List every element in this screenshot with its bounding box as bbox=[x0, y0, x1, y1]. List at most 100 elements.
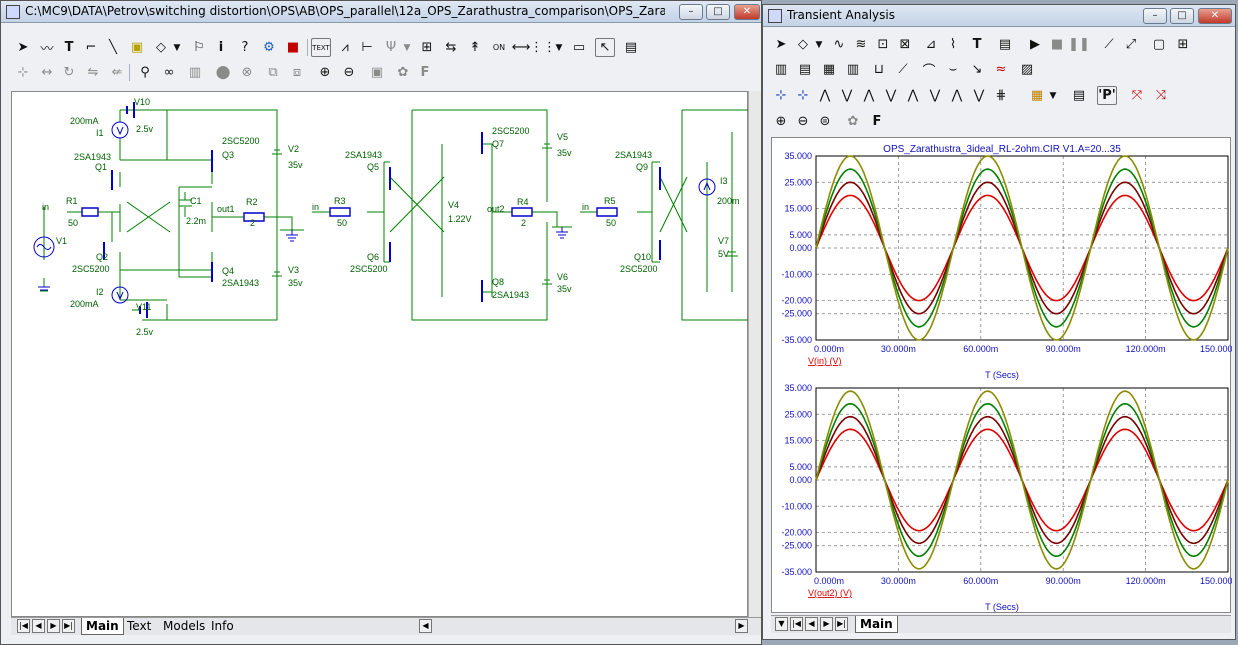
flag-icon[interactable]: ⚐ bbox=[193, 40, 205, 55]
ta-cols2-icon[interactable]: ▦ bbox=[822, 62, 836, 77]
close-button[interactable]: ✕ bbox=[734, 4, 760, 20]
ta-diff-icon[interactable]: ≈ bbox=[995, 62, 1007, 77]
pin-marker-icon[interactable]: ↟ bbox=[469, 40, 481, 55]
ta-rows-icon[interactable]: ▤ bbox=[798, 62, 812, 77]
stop-run-icon[interactable]: ■ bbox=[1050, 37, 1064, 52]
transient-close-button[interactable]: ✕ bbox=[1198, 8, 1232, 24]
ta-cursor-left-icon[interactable]: ⊹ bbox=[775, 88, 787, 103]
ortho-wire-icon[interactable]: ⌐ bbox=[85, 40, 97, 55]
tab-main[interactable]: Main bbox=[81, 618, 124, 635]
hscroll-left-button[interactable]: ◀ bbox=[419, 619, 432, 633]
ta-tag2-icon[interactable]: ⊠ bbox=[899, 37, 911, 52]
ta-wave2-icon[interactable]: ≋ bbox=[855, 37, 867, 52]
zoom-out-icon[interactable]: ⊖ bbox=[343, 65, 355, 80]
ta-measure-icon[interactable]: ⌇ bbox=[949, 37, 957, 52]
ta-cols3-icon[interactable]: ▥ bbox=[846, 62, 860, 77]
ta-grid-icon[interactable]: ⊞ bbox=[1177, 37, 1189, 52]
schematic-titlebar[interactable]: C:\MC9\DATA\Petrov\switching distortion\… bbox=[1, 1, 761, 23]
camera-icon[interactable]: ▣ bbox=[370, 65, 384, 80]
help-icon[interactable]: ? bbox=[241, 40, 249, 55]
font-icon[interactable]: F bbox=[420, 65, 430, 80]
ta-dropdown2-icon[interactable]: ▼ bbox=[1049, 90, 1057, 101]
ta-cols1-icon[interactable]: ▥ bbox=[774, 62, 788, 77]
dropdown3-arrow-icon[interactable]: ▼ bbox=[555, 42, 563, 53]
ta-scale-icon[interactable]: ⤧ bbox=[1131, 88, 1143, 103]
rotate-icon[interactable]: ↻ bbox=[63, 65, 75, 80]
ta-frame-icon[interactable]: ▢ bbox=[1152, 37, 1166, 52]
hscroll-right-button[interactable]: ▶ bbox=[735, 619, 748, 633]
last-page-button[interactable]: ▶| bbox=[62, 619, 75, 633]
text-box-icon[interactable]: TEXT bbox=[311, 38, 331, 57]
ta-zoom-fit-icon[interactable]: ⊜ bbox=[819, 114, 831, 129]
dropdown2-arrow-icon[interactable]: ▼ bbox=[403, 42, 411, 53]
align-icon[interactable]: ⊹ bbox=[17, 65, 29, 80]
page-icon[interactable]: ▥ bbox=[188, 65, 202, 80]
transient-minimize-button[interactable]: – bbox=[1143, 8, 1167, 24]
ta-color-icon[interactable]: ▦ bbox=[1030, 88, 1044, 103]
info-icon[interactable]: i bbox=[218, 40, 224, 55]
prev-page-button[interactable]: ◀ bbox=[32, 619, 45, 633]
text-tool-icon[interactable]: T bbox=[64, 40, 74, 55]
ta-tab-main[interactable]: Main bbox=[855, 616, 898, 633]
grid-icon[interactable]: ⋮⋮ bbox=[530, 40, 556, 55]
schematic-canvas[interactable]: V10 2.5v 200mA I1 2SA1943 Q1 2SC5200 Q3 … bbox=[11, 91, 749, 617]
step-icon[interactable]: ⇍ bbox=[111, 65, 123, 80]
ta-line-icon[interactable]: ⟋ bbox=[1104, 37, 1114, 52]
pin-icon[interactable]: ⊢ bbox=[361, 40, 373, 55]
run-icon[interactable]: ▶ bbox=[1030, 37, 1040, 52]
ta-peak4-icon[interactable]: ⋀ bbox=[951, 88, 963, 103]
ta-select-icon[interactable]: ➤ bbox=[775, 37, 787, 52]
node-numbers-icon[interactable]: ■ bbox=[286, 40, 300, 55]
flip-icon[interactable]: ↔ bbox=[41, 65, 53, 80]
ta-valley-icon[interactable]: ⌣ bbox=[948, 62, 958, 77]
stop-icon[interactable]: ⬤ bbox=[215, 65, 231, 80]
ta-slope-icon[interactable]: ⟋ bbox=[898, 62, 908, 77]
ta-valley3-icon[interactable]: ⋁ bbox=[929, 88, 941, 103]
on-icon[interactable]: ON bbox=[492, 43, 506, 52]
ta-wave1-icon[interactable]: ∿ bbox=[833, 37, 845, 52]
ta-valley4-icon[interactable]: ⋁ bbox=[973, 88, 985, 103]
window-icon[interactable]: ▭ bbox=[572, 40, 586, 55]
tab-info[interactable]: Info bbox=[211, 619, 234, 633]
pointer-tool-icon[interactable]: ↖ bbox=[595, 38, 615, 57]
ta-peak1-icon[interactable]: ⋀ bbox=[819, 88, 831, 103]
next-page-button[interactable]: ▶ bbox=[47, 619, 60, 633]
palette-icon[interactable]: ✿ bbox=[397, 65, 409, 80]
line-tool-icon[interactable]: ⟷ bbox=[511, 40, 531, 55]
parameters-icon[interactable]: ⚙ bbox=[263, 40, 275, 55]
ta-next-page[interactable]: ▶ bbox=[820, 617, 833, 631]
ta-bottom-icon[interactable]: ⊔ bbox=[873, 62, 885, 77]
ta-zoom-out-icon[interactable]: ⊖ bbox=[797, 114, 809, 129]
ta-valley2-icon[interactable]: ⋁ bbox=[885, 88, 897, 103]
ta-font-icon[interactable]: F bbox=[872, 114, 882, 129]
ta-valley1-icon[interactable]: ⋁ bbox=[841, 88, 853, 103]
swap-icon[interactable]: ⇆ bbox=[445, 40, 457, 55]
zoom-in-icon[interactable]: ⊕ bbox=[319, 65, 331, 80]
find-icon[interactable]: ⚲ bbox=[140, 65, 150, 80]
ta-tag-icon[interactable]: ⊡ bbox=[877, 37, 889, 52]
first-page-button[interactable]: |◀ bbox=[17, 619, 30, 633]
mirror-icon[interactable]: ⇋ bbox=[87, 65, 99, 80]
diagonal-wire-icon[interactable]: ╲ bbox=[109, 40, 117, 55]
ta-line2-icon[interactable]: ⤢ bbox=[1125, 37, 1137, 52]
ta-first-page[interactable]: |◀ bbox=[790, 617, 803, 631]
tab-models[interactable]: Models bbox=[163, 619, 206, 633]
ungroup-icon[interactable]: ⧈ bbox=[292, 65, 302, 80]
ta-chart-icon[interactable]: ▨ bbox=[1020, 62, 1034, 77]
ta-last-page[interactable]: ▶| bbox=[835, 617, 848, 631]
filter-icon[interactable]: Ψ bbox=[385, 40, 397, 55]
ta-hash-icon[interactable]: ⋕ bbox=[995, 88, 1007, 103]
probe-icon[interactable]: ⊞ bbox=[421, 40, 433, 55]
select-arrow-icon[interactable]: ➤ bbox=[17, 40, 29, 55]
ta-peak3-icon[interactable]: ⋀ bbox=[907, 88, 919, 103]
maximize-button[interactable]: □ bbox=[706, 4, 730, 20]
transient-titlebar[interactable]: Transient Analysis – □ ✕ bbox=[763, 5, 1235, 27]
ta-properties-icon[interactable]: ▤ bbox=[998, 37, 1012, 52]
pause-icon[interactable]: ❚❚ bbox=[1068, 37, 1090, 52]
ta-palette-icon[interactable]: ✿ bbox=[847, 114, 859, 129]
ta-peak-icon[interactable]: ⌒ bbox=[922, 64, 936, 79]
group-icon[interactable]: ⧉ bbox=[268, 65, 278, 80]
schematic-vertical-scrollbar[interactable] bbox=[748, 91, 761, 617]
ta-dropdown-nav[interactable]: ▼ bbox=[775, 617, 788, 631]
